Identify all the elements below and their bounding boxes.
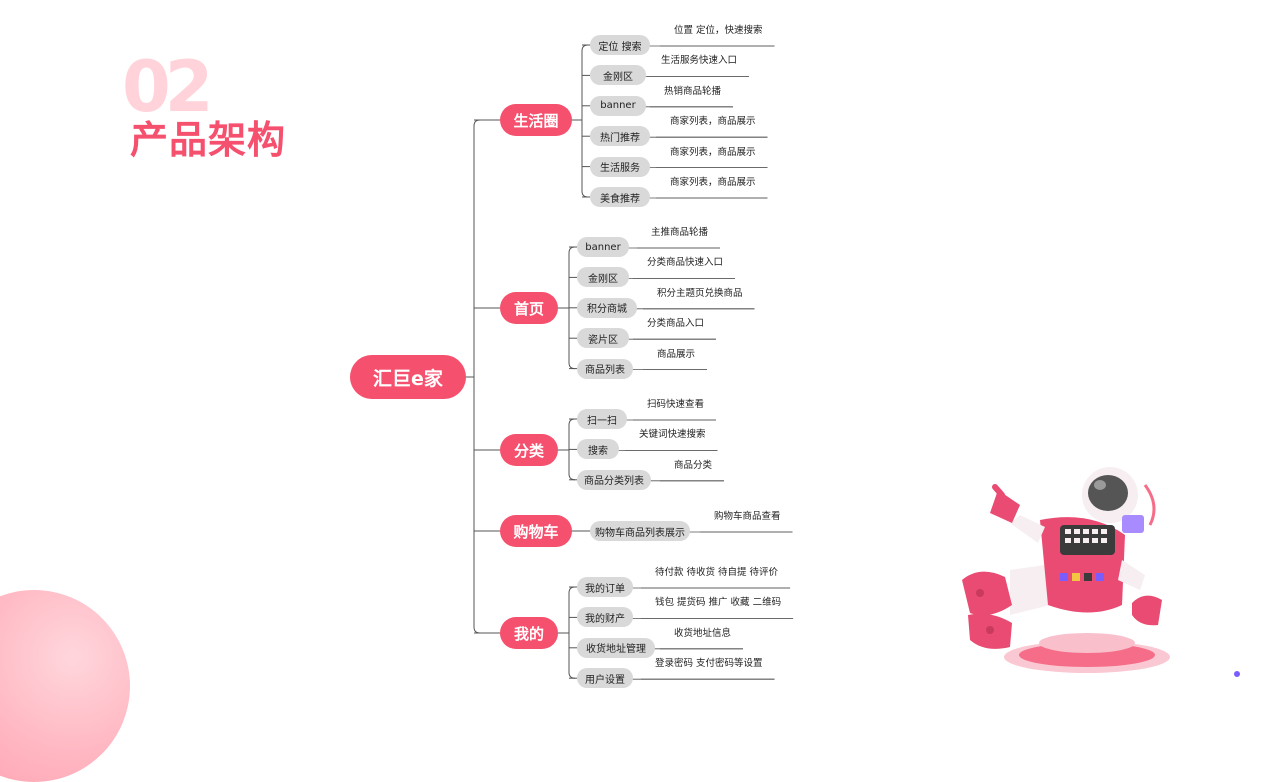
mindmap-leaf-description: 扫码快速查看 bbox=[647, 399, 705, 410]
decorative-dot bbox=[1234, 671, 1240, 677]
mindmap-category: 我的 bbox=[500, 617, 558, 649]
astronaut-illustration bbox=[962, 467, 1170, 673]
mindmap-leaf: 我的订单 bbox=[577, 577, 633, 597]
mindmap-leaf: 金刚区 bbox=[577, 267, 629, 288]
mindmap-leaf-description: 分类商品快速入口 bbox=[647, 257, 724, 269]
connector-line bbox=[473, 119, 481, 634]
mindmap-category: 购物车 bbox=[500, 515, 572, 547]
mindmap-leaf-description: 待付款 待收货 待自提 待评价 bbox=[655, 567, 779, 578]
mindmap-leaf: 扫一扫 bbox=[577, 409, 627, 429]
mindmap-leaf: banner bbox=[577, 237, 629, 257]
mindmap-leaf-description: 商家列表，商品展示 bbox=[670, 146, 756, 158]
mindmap-category: 生活圈 bbox=[500, 104, 572, 136]
page-title: 产品架构 bbox=[130, 118, 287, 162]
mindmap-leaf: 搜索 bbox=[577, 439, 619, 460]
connector-line bbox=[568, 586, 576, 679]
mindmap-category: 分类 bbox=[500, 434, 558, 466]
mindmap-leaf-description: 钱包 提货码 推广 收藏 二维码 bbox=[655, 597, 782, 609]
mindmap-leaf-description: 收货地址信息 bbox=[674, 627, 732, 639]
mindmap-leaf-description: 位置 定位，快速搜索 bbox=[674, 25, 763, 36]
mindmap-leaf: 瓷片区 bbox=[577, 328, 629, 349]
mindmap-leaf: 商品列表 bbox=[577, 358, 633, 379]
mindmap-leaf-description: 购物车商品查看 bbox=[714, 511, 781, 522]
mindmap-leaf-description: 生活服务快速入口 bbox=[661, 55, 738, 67]
mindmap-leaf-description: 商家列表，商品展示 bbox=[670, 177, 756, 188]
mindmap-leaf-description: 分类商品入口 bbox=[647, 318, 705, 330]
mindmap-leaf: 收货地址管理 bbox=[577, 637, 655, 658]
mindmap-leaf-description: 商品展示 bbox=[657, 348, 696, 360]
mindmap-root: 汇巨e家 bbox=[350, 355, 466, 399]
mindmap-leaf: 用户设置 bbox=[577, 668, 633, 689]
mindmap-leaf: 积分商城 bbox=[577, 297, 637, 318]
mindmap-leaf-description: 关键词快速搜索 bbox=[639, 429, 706, 441]
mindmap-leaf: 定位 搜索 bbox=[590, 35, 650, 55]
mindmap-leaf: 生活服务 bbox=[590, 156, 650, 177]
section-number: 02 bbox=[122, 46, 213, 128]
mindmap-connectors bbox=[466, 44, 794, 680]
mindmap-leaf: 我的财产 bbox=[577, 607, 633, 628]
connector-line bbox=[581, 44, 589, 198]
mindmap-leaf: 金刚区 bbox=[590, 65, 646, 86]
mindmap-leaf: 美食推荐 bbox=[590, 187, 650, 207]
mindmap-category: 首页 bbox=[500, 292, 558, 324]
mindmap-leaf: banner bbox=[590, 95, 646, 116]
mindmap-leaf: 购物车商品列表展示 bbox=[590, 521, 690, 541]
mindmap-leaf-description: 热销商品轮播 bbox=[664, 85, 722, 97]
mindmap-leaf-description: 登录密码 支付密码等设置 bbox=[655, 658, 763, 670]
mindmap-leaf-description: 主推商品轮播 bbox=[651, 227, 709, 238]
mindmap-leaf-description: 商家列表，商品展示 bbox=[670, 116, 756, 128]
mindmap-leaf-description: 商品分类 bbox=[674, 459, 713, 471]
mindmap-leaf: 热门推荐 bbox=[590, 126, 650, 147]
mindmap-leaf: 商品分类列表 bbox=[577, 469, 651, 490]
mindmap-leaf-description: 积分主题页兑换商品 bbox=[657, 287, 743, 299]
